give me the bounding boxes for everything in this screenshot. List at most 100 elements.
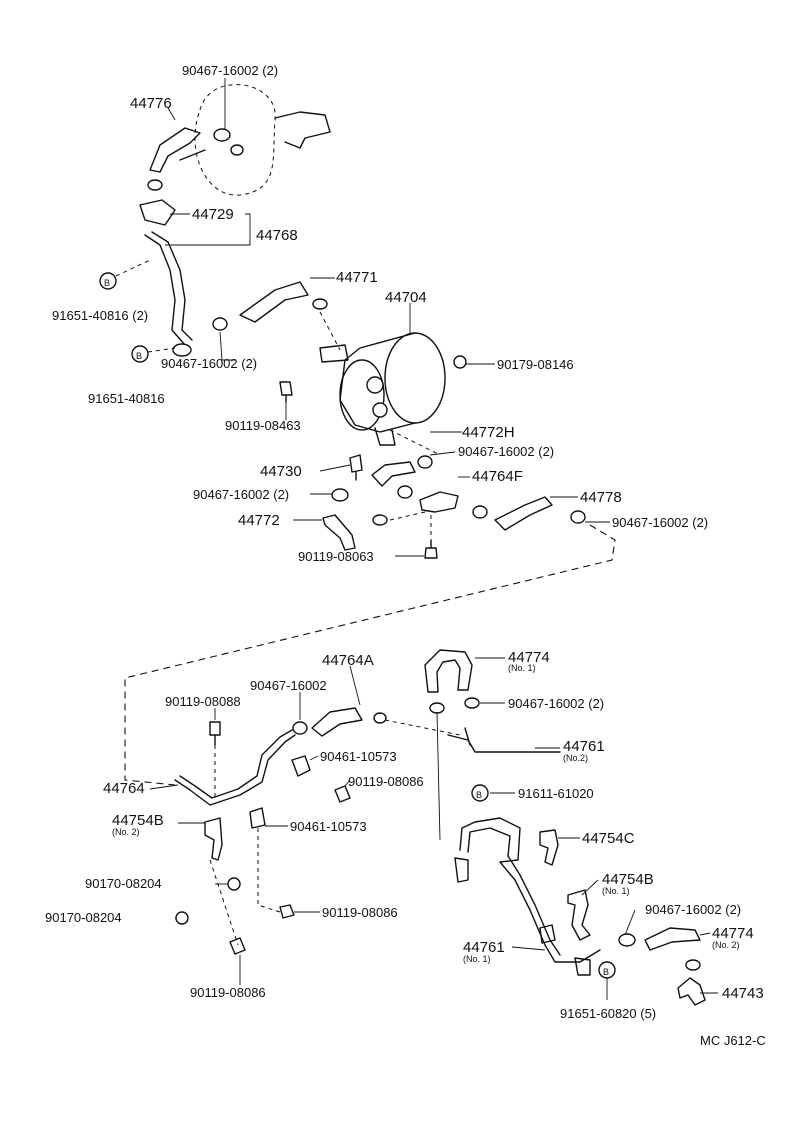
bracket-44754B-no1 — [567, 889, 591, 941]
canister-44704 — [319, 332, 446, 446]
clamp-44764A-b — [373, 712, 387, 724]
bolt-90119-08463 — [279, 381, 293, 403]
clamp-44774-no1 — [464, 697, 480, 709]
nut-90179 — [453, 355, 467, 369]
label-90467-16002-low-c: 90467-16002 (2) — [645, 902, 741, 917]
hose-44776-tail — [179, 149, 206, 161]
pipe-44768 — [144, 234, 186, 346]
label-44768: 44768 — [256, 227, 298, 244]
label-44729: 44729 — [192, 206, 234, 223]
clamp-44772H-b — [397, 485, 413, 499]
label-44754B-no2-sub: (No. 2) — [112, 827, 140, 837]
clamp-mid-2 — [372, 514, 388, 526]
booster-outlet-pipe — [274, 111, 331, 149]
pipe-44761-no1 — [459, 817, 601, 963]
label-90170-08204-b: 90170-08204 — [45, 910, 122, 925]
label-44704: 44704 — [385, 289, 427, 306]
pipe-44761-no2-b — [464, 727, 471, 746]
pipe-44764 — [174, 734, 296, 806]
svg-text:B: B — [104, 278, 110, 288]
label-90461-10573-a: 90461-10573 — [320, 749, 397, 764]
label-44774-no2: 44774 — [712, 925, 754, 942]
label-44743: 44743 — [722, 985, 764, 1002]
pipe-44764-b — [179, 729, 293, 799]
label-90119-08086-b: 90119-08086 — [322, 905, 398, 920]
label-44764: 44764 — [103, 780, 145, 797]
diagram-code: MC J612-C — [700, 1033, 766, 1048]
label-90467-16002-mid-d: 90467-16002 (2) — [612, 515, 708, 530]
clip-90461-b — [249, 807, 266, 829]
label-90467-16002-top: 90467-16002 (2) — [182, 63, 278, 78]
label-44774-no2-sub: (No. 2) — [712, 940, 740, 950]
label-44761-no2-sub: (No.2) — [563, 753, 588, 763]
label-90467-16002-mid-a: 90467-16002 (2) — [161, 356, 257, 371]
svg-text:B: B — [476, 790, 482, 800]
bolt-90119-08088 — [209, 721, 221, 746]
dashed-connection-main — [124, 524, 616, 786]
fitting-44730 — [349, 454, 363, 481]
svg-text:B: B — [136, 351, 142, 361]
bracket-44729 — [139, 199, 176, 226]
label-91611-61020: 91611-61020 — [518, 786, 594, 801]
hose-44776 — [149, 127, 201, 173]
clamp-44774-no1-b — [429, 702, 445, 714]
dashed-lead-11 — [436, 711, 441, 841]
hose-44772 — [322, 514, 356, 551]
clamp-44772H — [417, 455, 433, 469]
clamp-mid-4 — [570, 510, 586, 524]
clip-90461-a — [291, 755, 311, 777]
pipe-end-bracket — [574, 957, 591, 976]
nut-90170-a — [227, 877, 241, 891]
bracket-44754B-no2 — [204, 817, 223, 861]
bracket-44754C — [539, 829, 559, 866]
label-44754B-no1-sub: (No. 1) — [602, 886, 630, 896]
label-90467-16002-low-b: 90467-16002 (2) — [508, 696, 604, 711]
dashed-lead-9 — [257, 828, 281, 913]
hose-44774-no2 — [644, 927, 701, 951]
clamp-mid-3 — [472, 505, 488, 519]
hose-44771 — [239, 281, 309, 323]
clamp-top-1 — [213, 128, 231, 142]
bolt-90119-08086-b — [279, 904, 295, 919]
label-44774-no1: 44774 — [508, 649, 550, 666]
pipe-fitting — [172, 343, 192, 357]
dashed-lead-1 — [115, 259, 151, 277]
dashed-lead-10 — [384, 719, 461, 736]
label-90119-08063: 90119-08063 — [298, 549, 374, 564]
booster-outline — [194, 84, 276, 196]
label-90467-16002-low-a: 90467-16002 — [250, 678, 327, 693]
dashed-lead-8 — [209, 859, 239, 946]
dashed-lead-4 — [389, 429, 441, 456]
pipe-44768-b — [151, 231, 193, 341]
svg-text:B: B — [603, 967, 609, 977]
bolt-90119-08086-a — [334, 785, 351, 803]
label-44764A: 44764A — [322, 652, 374, 669]
label-90467-16002-mid-b: 90467-16002 (2) — [458, 444, 554, 459]
label-44761-no1-sub: (No. 1) — [463, 954, 491, 964]
label-44761-no2: 44761 — [563, 738, 605, 755]
pipe-clip-2 — [539, 924, 556, 944]
pipe-44761-no1-b — [467, 827, 561, 956]
nut-90170-b — [175, 911, 189, 925]
bolt-b-symbol-4: B — [598, 961, 616, 979]
tee-44743 — [677, 977, 706, 1006]
label-44764F: 44764F — [472, 468, 523, 485]
dashed-lead-3 — [319, 311, 341, 351]
label-44754B-no1: 44754B — [602, 871, 654, 888]
label-44771: 44771 — [336, 269, 378, 286]
bolt-90119-08063 — [424, 539, 438, 559]
clamp-44764A — [292, 721, 308, 735]
label-91651-60820-5: 91651-60820 (5) — [560, 1006, 656, 1021]
clamp-44774-no2-b — [685, 959, 701, 971]
pipe-44761-no2 — [447, 734, 561, 753]
label-91651-40816: 91651-40816 — [88, 391, 165, 406]
label-44774-no1-sub: (No. 1) — [508, 663, 536, 673]
clamp-44774-no2 — [618, 933, 636, 947]
bolt-b-symbol-3: B — [471, 784, 489, 802]
dashed-lead-2 — [147, 347, 176, 353]
label-90467-16002-mid-c: 90467-16002 (2) — [193, 487, 289, 502]
clamp-44771-b — [312, 298, 328, 310]
label-44776: 44776 — [130, 95, 172, 112]
